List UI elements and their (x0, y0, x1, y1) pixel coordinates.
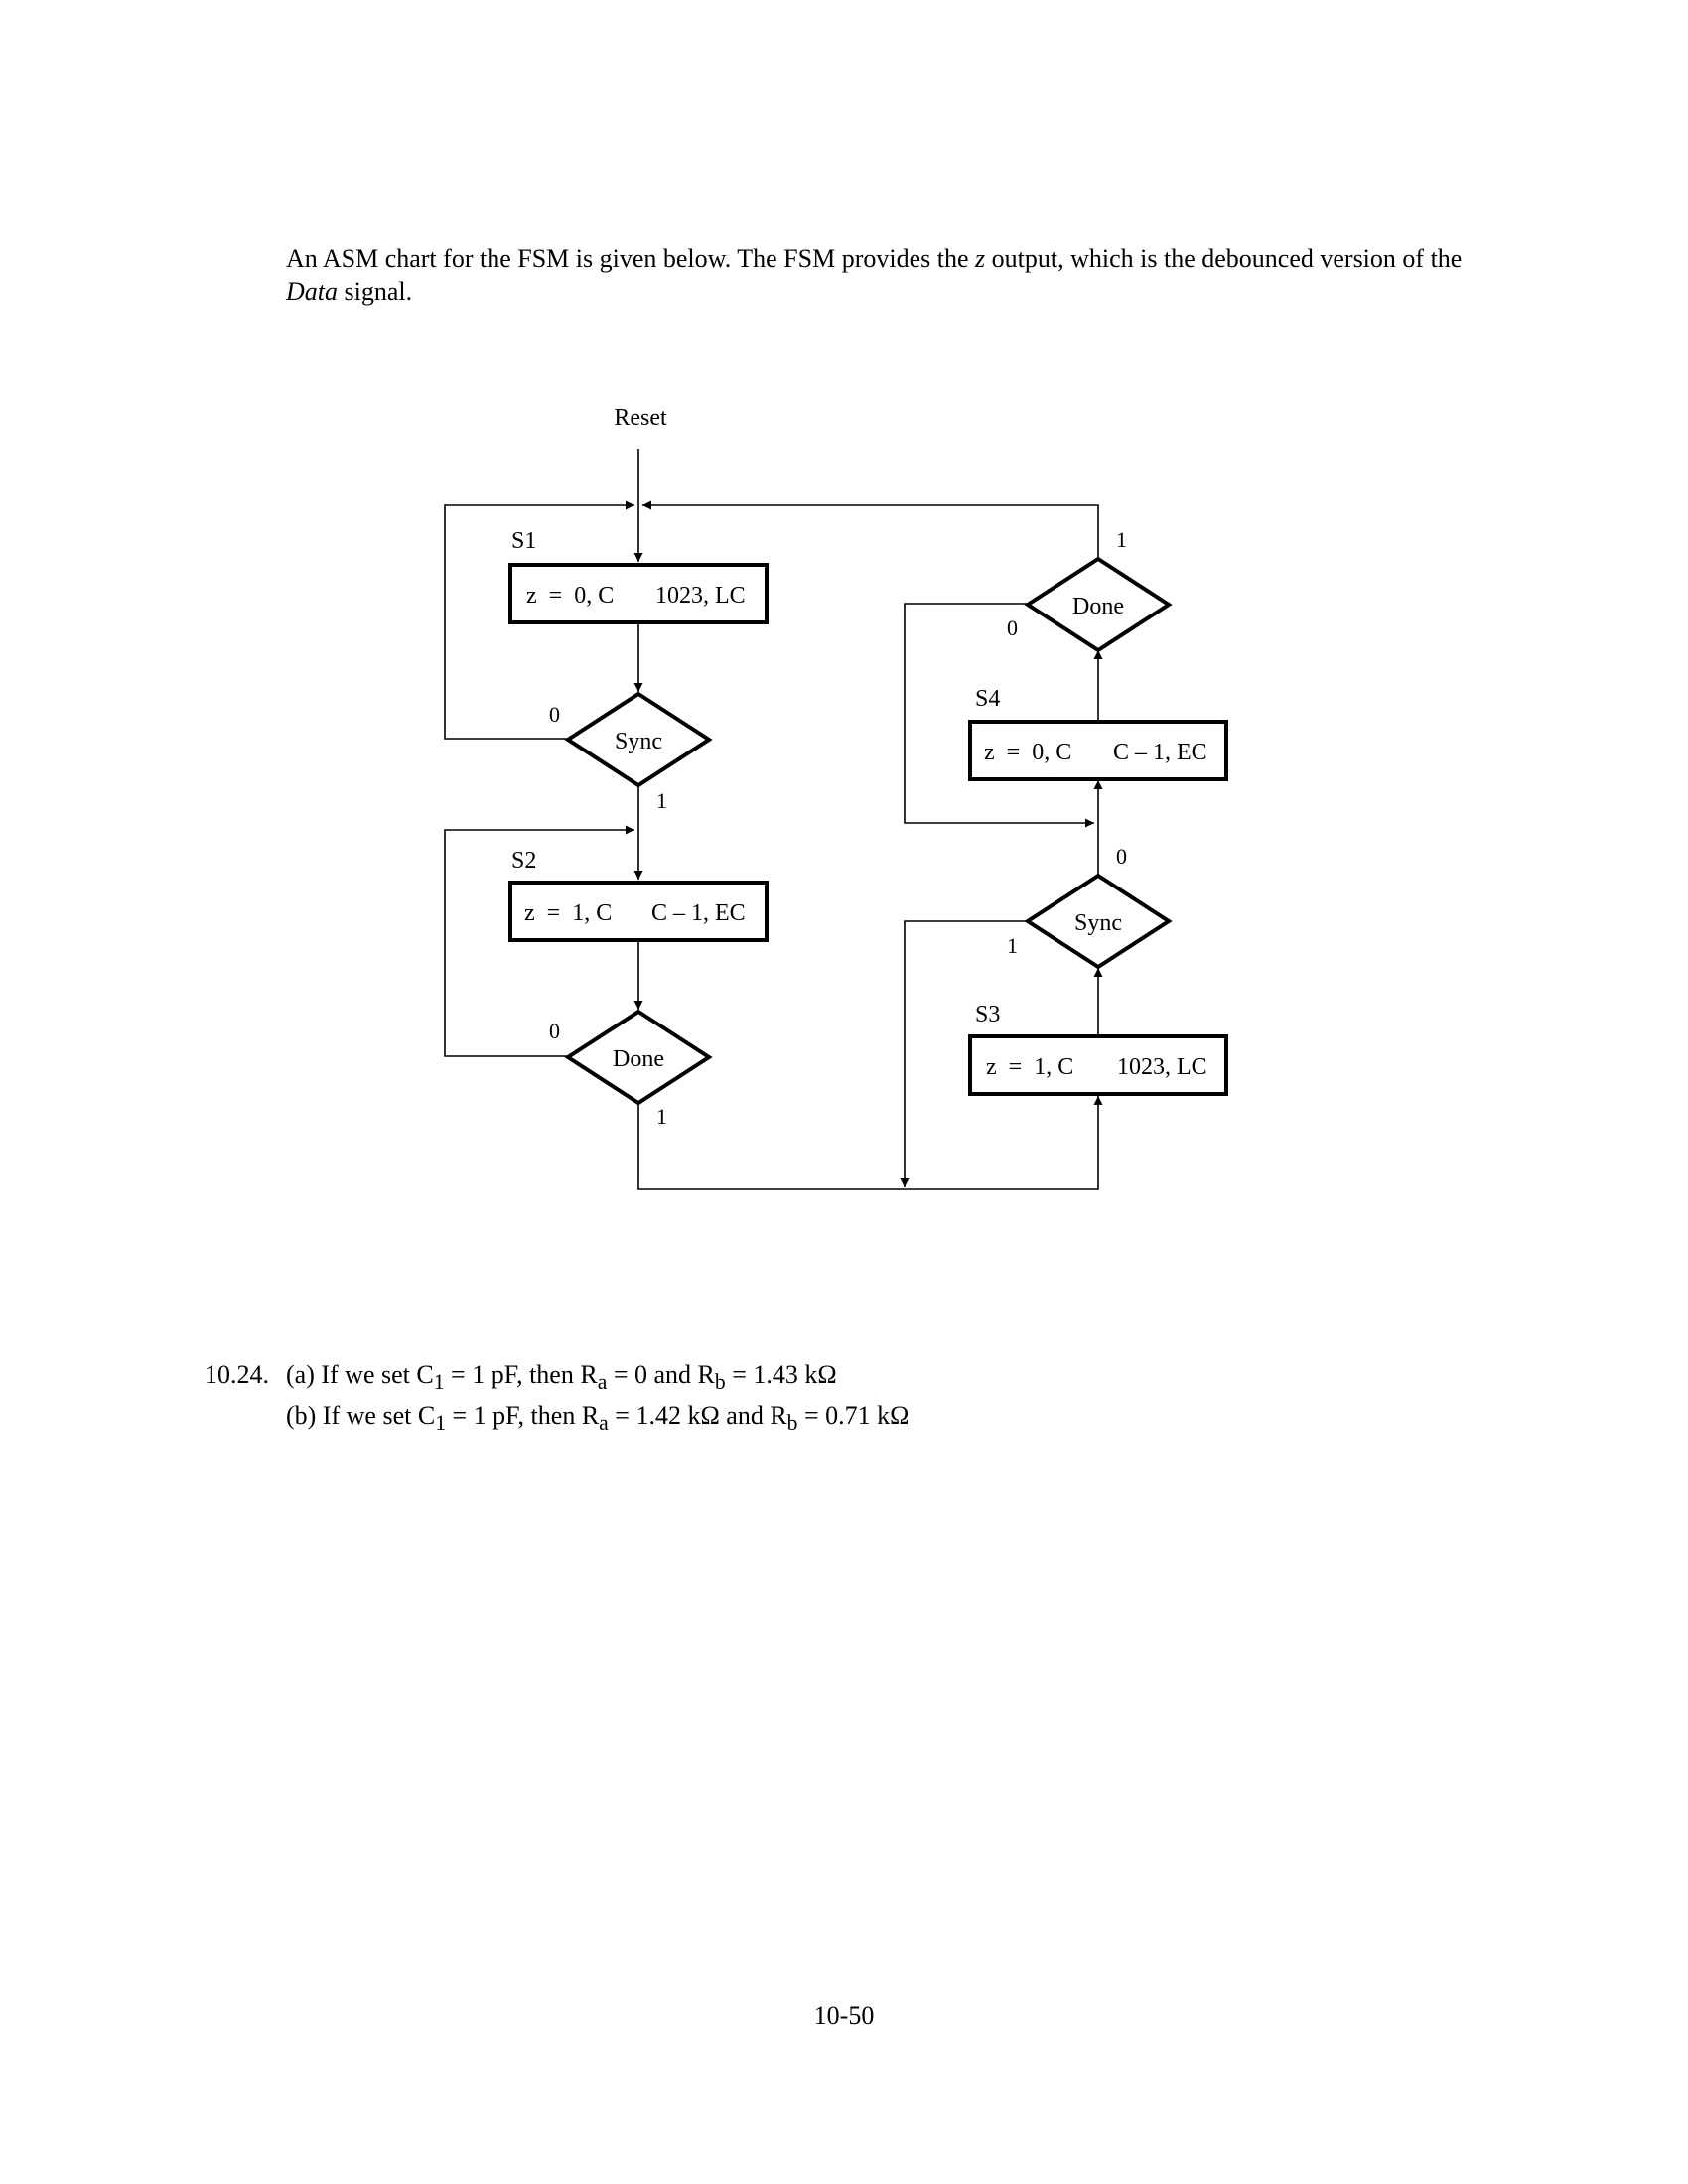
problem-number: 10.24. (205, 1360, 269, 1389)
sync1-zero-label: 0 (549, 702, 560, 727)
s3-action-right: 1023, LC (1117, 1054, 1207, 1080)
sync3-one-loop (900, 920, 1028, 1187)
state-box-s2 (508, 881, 769, 942)
done4-zero-label: 0 (1007, 615, 1018, 640)
part-a-label: (a) (286, 1360, 315, 1389)
decision-done-2-label: Done (613, 1046, 664, 1072)
s3-action-left: z = 1, C (986, 1054, 1073, 1080)
sync3-zero-label: 0 (1116, 844, 1127, 869)
state-box-s1 (508, 563, 769, 624)
part-b-text: If we set C1 = 1 pF, then Ra = 1.42 kΩ a… (316, 1401, 910, 1435)
s1-action-right: 1023, LC (655, 583, 746, 609)
state-label-s4: S4 (975, 686, 1000, 712)
answer-row-a: 10.24. (a) If we set C1 = 1 pF, then Ra =… (205, 1358, 910, 1399)
done2-one-path (637, 1096, 1103, 1190)
done4-zero-loop (904, 603, 1094, 828)
intro-z: z (975, 244, 986, 273)
state-label-s1: S1 (511, 528, 536, 554)
intro-text-2: output, which is the debounced version o… (985, 244, 1463, 273)
decision-sync-3-label: Sync (1074, 910, 1122, 936)
state-label-s3: S3 (975, 1002, 1000, 1027)
done4-one-path (642, 500, 1099, 557)
intro-paragraph: An ASM chart for the FSM is given below.… (286, 242, 1477, 308)
intro-text-3: signal. (338, 277, 413, 306)
sync1-zero-loop (444, 500, 634, 740)
s4-action-right: C – 1, EC (1113, 740, 1207, 765)
done4-one-label: 1 (1116, 527, 1127, 552)
reset-label: Reset (614, 405, 667, 431)
decision-sync-1 (564, 691, 713, 788)
sync1-one-label: 1 (656, 788, 667, 813)
decision-done-2 (564, 1009, 713, 1106)
state-label-s2: S2 (511, 848, 536, 874)
decision-done-4-label: Done (1072, 594, 1124, 619)
answer-row-b: (b) If we set C1 = 1 pF, then Ra = 1.42 … (205, 1399, 910, 1439)
s1-action-left: z = 0, C (526, 583, 614, 609)
intro-text-1: An ASM chart for the FSM is given below.… (286, 244, 976, 273)
s2-action-left: z = 1, C (524, 900, 612, 926)
sync3-one-label: 1 (1007, 933, 1018, 958)
state-box-s4 (968, 720, 1228, 781)
decision-sync-1-label: Sync (615, 729, 662, 754)
page-number: 10-50 (813, 2001, 875, 2030)
done2-zero-label: 0 (549, 1019, 560, 1043)
part-b-label: (b) (286, 1401, 317, 1431)
part-a-text: If we set C1 = 1 pF, then Ra = 0 and Rb … (314, 1360, 837, 1395)
decision-done-4 (1024, 556, 1173, 653)
answer-10-24: 10.24. (a) If we set C1 = 1 pF, then Ra =… (205, 1358, 910, 1439)
done2-zero-loop (444, 825, 634, 1057)
s2-action-right: C – 1, EC (651, 900, 746, 926)
intro-data: Data (286, 277, 338, 306)
decision-sync-3 (1024, 873, 1173, 970)
s4-action-left: z = 0, C (984, 740, 1071, 765)
done2-one-label: 1 (656, 1104, 667, 1129)
state-box-s3 (968, 1034, 1228, 1096)
